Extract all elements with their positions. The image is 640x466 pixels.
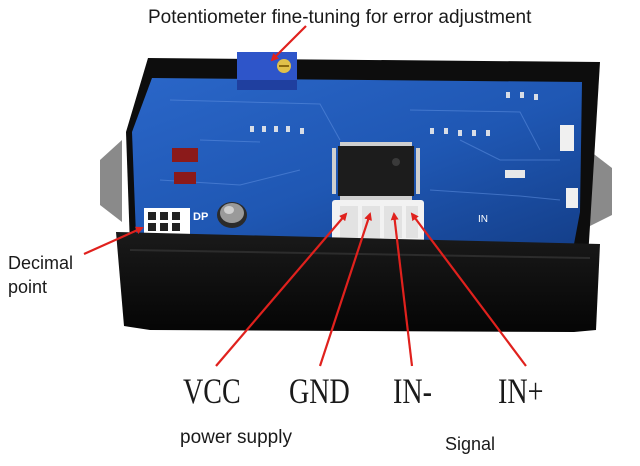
power-supply-label: power supply: [180, 427, 292, 448]
resistor-right-top: [560, 125, 574, 151]
in-minus-label: IN-: [393, 371, 432, 411]
signal-label: Signal: [445, 434, 496, 454]
arrow-vcc: [215, 212, 348, 367]
arrow-potentiometer: [270, 25, 307, 62]
electrolytic-capacitor: [217, 202, 247, 228]
decimal-point-label-line1: Decimal: [8, 253, 74, 273]
arrow-gnd: [318, 212, 372, 367]
smd-capacitor: [172, 148, 198, 162]
annotation-arrows: [83, 25, 527, 367]
potentiometer: [237, 52, 297, 90]
vcc-label: VCC: [183, 371, 241, 411]
arrow-in-plus: [410, 212, 527, 367]
decimal-point-jumper: DP: [144, 208, 208, 234]
left-clip: [100, 140, 122, 222]
smd-capacitor-2: [174, 172, 196, 184]
silkscreen-in: IN: [478, 214, 488, 225]
silkscreen-dp: DP: [193, 211, 208, 223]
smd-part: [505, 170, 525, 178]
microcontroller-chip: [332, 142, 420, 200]
pcb-traces: [159, 99, 561, 201]
gnd-label: GND: [289, 371, 350, 411]
resistor-right-bottom: [566, 188, 578, 208]
pcb-pads: [250, 92, 538, 136]
decimal-point-label-line2: point: [8, 277, 48, 297]
arrow-decimal-point: [83, 226, 144, 256]
in-plus-label: IN+: [498, 371, 544, 411]
potentiometer-label: Potentiometer fine-tuning for error adju…: [148, 7, 532, 28]
arrow-in-minus: [390, 212, 414, 367]
